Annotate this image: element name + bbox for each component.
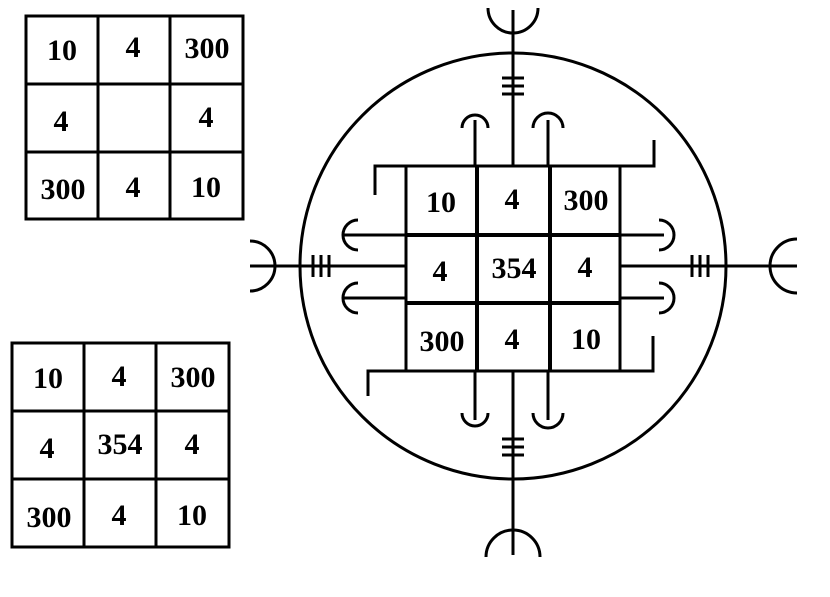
grid-bottom-left-frame [10,341,231,549]
hook-ne [531,111,565,129]
grid-cell: 10 [177,499,207,532]
grid-cell: 4 [112,499,127,532]
corner-bracket-se [620,336,655,373]
hook-ws [341,281,359,315]
sigil-cell: 10 [571,323,601,356]
crescent-south [484,528,542,558]
grid-cell: 300 [27,501,72,534]
sigil-cell: 300 [564,184,609,217]
grid-cell: 10 [47,34,77,67]
sigil-cell: 10 [426,186,456,219]
grid-cell: 10 [191,171,221,204]
hook-sw [460,412,490,428]
sigil-cell: 4 [505,323,520,356]
sigil-figure [249,7,798,558]
grid-cell: 10 [33,362,63,395]
ticks-north [502,76,524,96]
crescent-west [249,239,277,293]
grid-cell: 300 [185,32,230,65]
crescent-north [486,7,540,35]
grid-cell: 4 [112,360,127,393]
ticks-east [690,255,710,277]
grid-top-left-values: 10 4 300 4 4 300 4 10 [41,31,230,206]
sigil-grid-values: 10 4 300 4 354 4 300 4 10 [420,183,609,358]
grid-cell: 4 [54,105,69,138]
sigil-cell: 354 [492,252,537,285]
corner-bracket-ne [620,140,656,168]
grid-cell: 4 [185,428,200,461]
sigil-cell: 4 [433,255,448,288]
hook-nw [460,113,490,129]
hook-wn [341,218,359,252]
corner-bracket-sw [366,369,406,396]
hook-es [658,281,676,315]
ticks-west [311,255,331,277]
grid-cell: 4 [126,31,141,64]
grid-cell: 4 [126,171,141,204]
crescent-east [768,237,798,295]
grid-cell: 354 [98,428,143,461]
sigil-grid-frame [404,164,622,373]
grid-cell: 4 [199,101,214,134]
hook-en [658,218,676,252]
ticks-south [502,437,524,457]
hook-se [531,412,565,430]
sigil-cell: 4 [578,251,593,284]
grid-cell: 300 [41,173,86,206]
grid-bottom-left-values: 10 4 300 4 354 4 300 4 10 [27,360,216,534]
sigil-cell: 4 [505,183,520,216]
grid-cell: 4 [40,432,55,465]
grid-top-left [24,14,245,221]
grid-bottom-left [10,341,231,549]
grid-cell: 300 [171,361,216,394]
corner-bracket-nw [373,164,406,195]
grid-top-left-frame [24,14,245,221]
sigil-cell: 300 [420,325,465,358]
